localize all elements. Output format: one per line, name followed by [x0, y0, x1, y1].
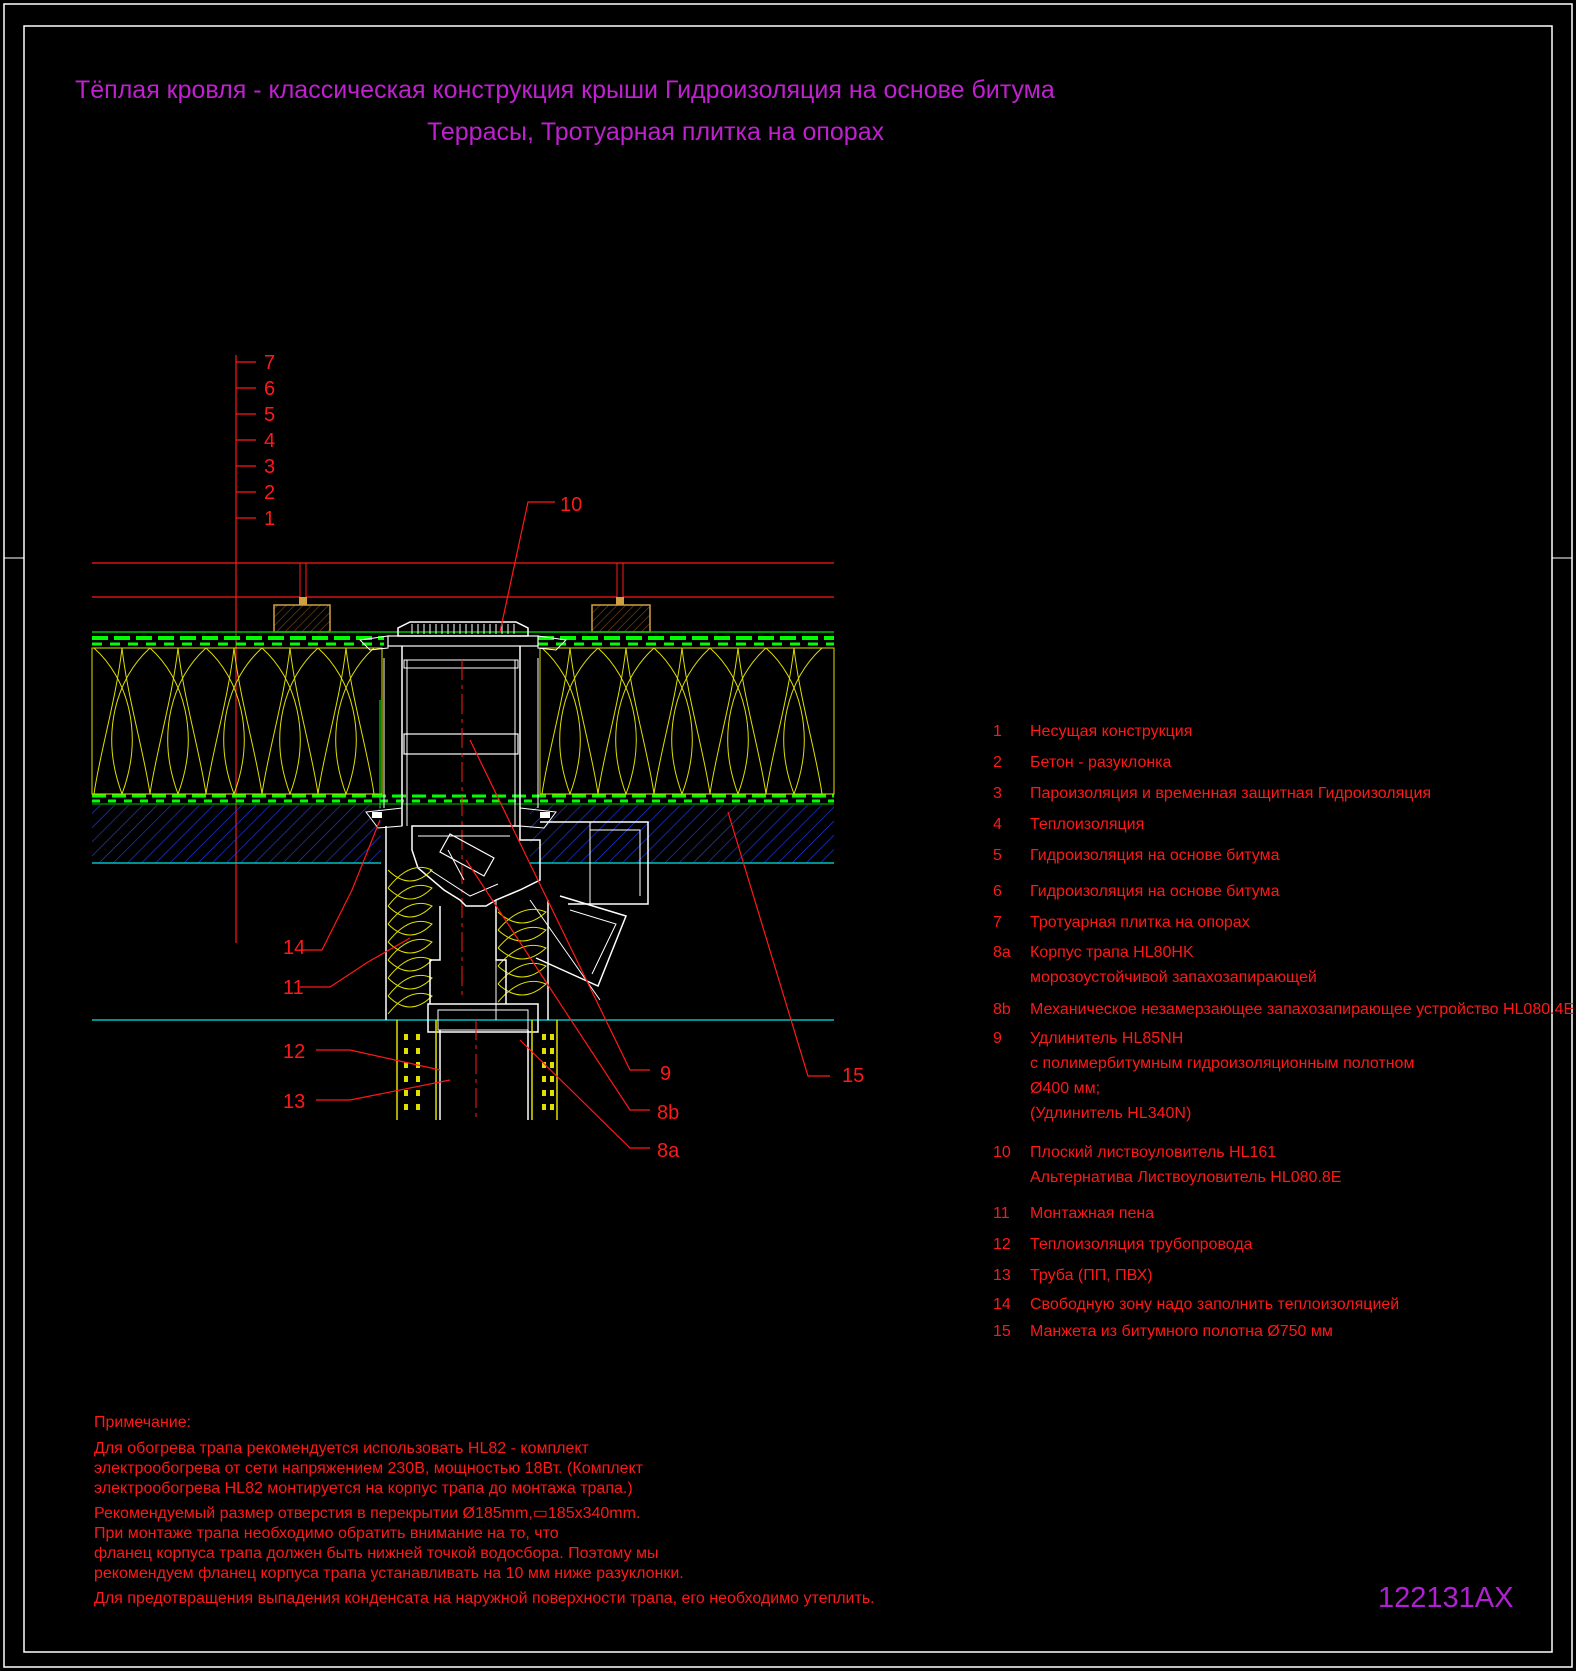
layer-scale-7: 7 — [264, 352, 275, 374]
tile-pedestal-left — [273, 604, 331, 633]
note-line: Рекомендуемый размер отверстия в перекры… — [94, 1505, 640, 1522]
legend-text-1: Несущая конструкция — [1030, 723, 1192, 740]
note-line: Для предотвращения выпадения конденсата … — [94, 1590, 875, 1607]
legend-num-4: 4 — [993, 816, 1002, 833]
drawing-code: 122131AX — [1378, 1582, 1513, 1614]
section-detail — [91, 562, 835, 1120]
note-line: При монтаже трапа необходимо обратить вн… — [94, 1525, 559, 1542]
callout-11: 11 — [283, 977, 304, 999]
note-line: электрообогрева от сети напряжением 230В… — [94, 1460, 644, 1477]
callout-9: 9 — [660, 1063, 671, 1085]
legend-text-11: Монтажная пена — [1030, 1205, 1154, 1222]
callout-8b: 8b — [657, 1102, 679, 1124]
legend-text-6: Гидроизоляция на основе битума — [1030, 883, 1280, 900]
outer-frame — [3, 3, 1573, 1668]
callout-13: 13 — [283, 1091, 305, 1113]
legend-num-10: 10 — [993, 1144, 1011, 1161]
callout-8a: 8a — [657, 1140, 680, 1162]
legend-num-14: 14 — [993, 1296, 1011, 1313]
layer-scale-5: 5 — [264, 404, 275, 426]
legend-num-8a: 8a — [993, 944, 1011, 961]
drawing-title-line1: Тёплая кровля - классическая конструкция… — [75, 76, 1055, 104]
legend: 1 Несущая конструкция 2 Бетон - разуклонка 3… — [993, 723, 1574, 1340]
legend-num-9: 9 — [993, 1030, 1002, 1047]
legend-text-13: Труба (ПП, ПВХ) — [1030, 1267, 1153, 1284]
legend-text-8a: Корпус трапа HL80HK — [1030, 944, 1194, 961]
legend-text-5: Гидроизоляция на основе битума — [1030, 847, 1280, 864]
note-heading: Примечание: — [94, 1414, 191, 1431]
note-block: Примечание: Для обогрева трапа рекоменду… — [94, 1414, 875, 1607]
layer-scale-3: 3 — [264, 456, 275, 478]
legend-num-13: 13 — [993, 1267, 1011, 1284]
legend-num-6: 6 — [993, 883, 1002, 900]
layer-scale-4: 4 — [264, 430, 275, 452]
inner-frame — [23, 25, 1553, 1653]
legend-text-8b: Механическое незамерзающее запахозапираю… — [1030, 1001, 1574, 1018]
legend-num-3: 3 — [993, 785, 1002, 802]
legend-text-14: Свободную зону надо заполнить теплоизоля… — [1030, 1296, 1399, 1313]
note-line: рекомендуем фланец корпуса трапа устанав… — [94, 1565, 684, 1582]
callout-14: 14 — [283, 937, 305, 959]
legend-num-2: 2 — [993, 754, 1002, 771]
legend-num-8b: 8b — [993, 1001, 1011, 1018]
legend-num-15: 15 — [993, 1323, 1011, 1340]
legend-num-1: 1 — [993, 723, 1002, 740]
legend-num-12: 12 — [993, 1236, 1011, 1253]
legend-text-9: с полимербитумным гидроизоляционным поло… — [1030, 1055, 1414, 1072]
leader-lines — [300, 501, 830, 1149]
tile-pedestal-right — [591, 604, 651, 633]
legend-text-4: Теплоизоляция — [1030, 816, 1144, 833]
legend-text-2: Бетон - разуклонка — [1030, 754, 1172, 771]
legend-num-5: 5 — [993, 847, 1002, 864]
legend-text-9: Ø400 мм; — [1030, 1080, 1100, 1097]
callout-15: 15 — [842, 1065, 864, 1087]
legend-text-10: Альтернатива Листвоуловитель HL080.8E — [1030, 1169, 1341, 1186]
callout-12: 12 — [283, 1041, 305, 1063]
legend-num-7: 7 — [993, 914, 1002, 931]
callout-10: 10 — [560, 494, 582, 516]
layer-scale-6: 6 — [264, 378, 275, 400]
note-line: фланец корпуса трапа должен быть нижней … — [94, 1545, 659, 1562]
legend-text-3: Пароизоляция и временная защитная Гидрои… — [1030, 785, 1431, 802]
legend-text-15: Манжета из битумного полотна Ø750 мм — [1030, 1323, 1333, 1340]
legend-text-9: (Удлинитель HL340N) — [1030, 1105, 1191, 1122]
note-line: электрообогрева HL82 монтируется на корп… — [94, 1480, 633, 1497]
legend-text-9: Удлинитель HL85NH — [1030, 1030, 1183, 1047]
layer-scale-2: 2 — [264, 482, 275, 504]
drawing-title-line2: Террасы, Тротуарная плитка на опорах — [427, 118, 885, 146]
note-line: Для обогрева трапа рекомендуется использ… — [94, 1440, 590, 1457]
legend-text-12: Теплоизоляция трубопровода — [1030, 1236, 1253, 1253]
legend-text-8a: морозоустойчивой запахозапирающей — [1030, 969, 1317, 986]
legend-num-11: 11 — [993, 1205, 1010, 1222]
layer-scale-1: 1 — [264, 508, 275, 530]
legend-text-10: Плоский листвоуловитель HL161 — [1030, 1144, 1276, 1161]
legend-text-7: Тротуарная плитка на опорах — [1030, 914, 1250, 931]
